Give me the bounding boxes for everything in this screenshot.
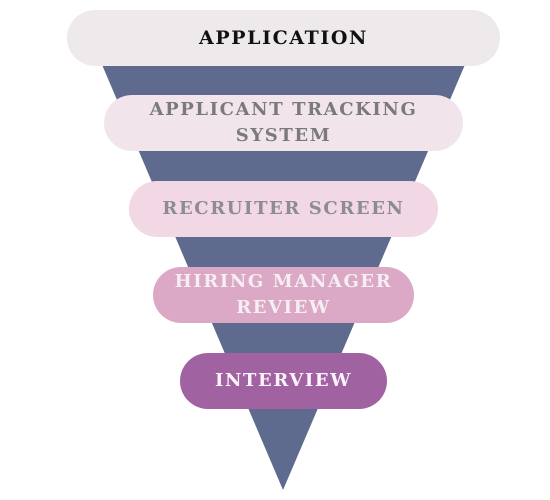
stage-label: RECRUITER SCREEN	[162, 198, 405, 219]
stage-hiring-manager-review: HIRING MANAGER REVIEW	[153, 267, 414, 323]
stage-applicant-tracking-system: APPLICANT TRACKING SYSTEM	[104, 95, 463, 151]
stage-application: APPLICATION	[67, 10, 500, 66]
stage-recruiter-screen: RECRUITER SCREEN	[129, 181, 438, 237]
stage-label: APPLICATION	[199, 27, 368, 49]
stage-label: INTERVIEW	[214, 370, 353, 391]
stage-label: APPLICANT TRACKING SYSTEM	[149, 99, 418, 146]
stage-interview: INTERVIEW	[180, 353, 387, 409]
stage-label: HIRING MANAGER REVIEW	[174, 271, 393, 318]
